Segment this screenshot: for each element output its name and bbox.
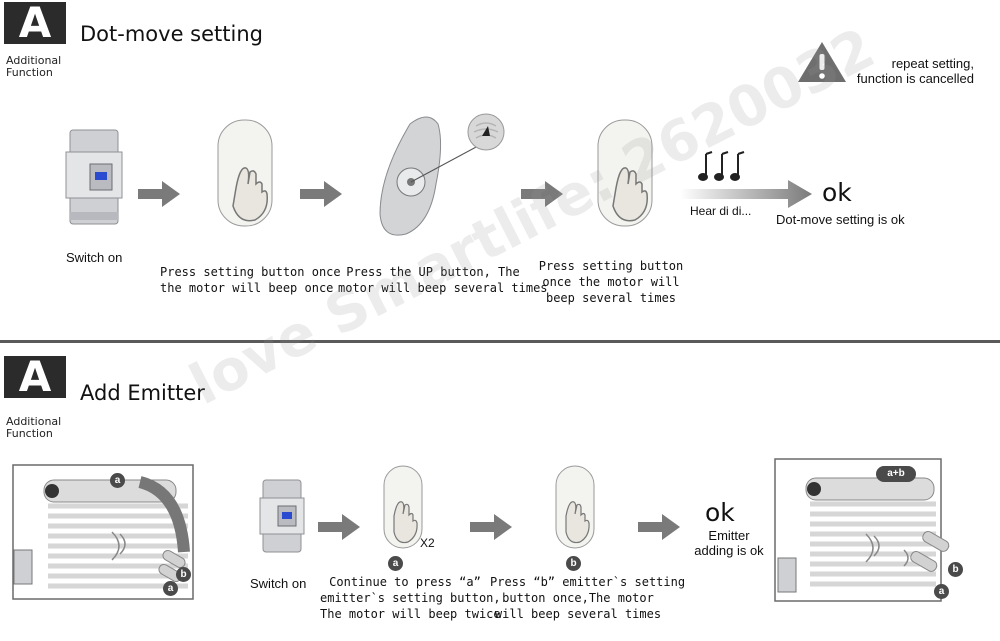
- step-caption: Continue to press “a” emitter`s setting …: [320, 574, 501, 622]
- ok-text: ok: [705, 498, 735, 527]
- caption-line: Emitter: [708, 528, 750, 543]
- badge-subtitle: Additional: [6, 415, 62, 428]
- badge-subtitle: Function: [6, 427, 53, 440]
- badge-subtitle: Additional: [6, 54, 62, 67]
- emitter-label-b: b: [566, 556, 581, 571]
- caption-line: beep several times: [545, 291, 677, 305]
- caption-line: emitter`s setting button,: [320, 591, 501, 605]
- caption-line: Press “b” emitter`s setting: [490, 575, 686, 589]
- section-title: Dot-move setting: [80, 22, 263, 46]
- ok-caption: Emitter adding is ok: [688, 528, 770, 558]
- ok-text: ok: [822, 178, 852, 207]
- remote-hand-icon: [597, 119, 653, 227]
- arrow-right-icon: [638, 514, 680, 540]
- arrow-right-icon: [521, 181, 563, 207]
- warning-line: repeat setting,: [891, 56, 974, 71]
- caption-line: Continue to press “a”: [329, 575, 481, 589]
- shutter-motor-icon: [774, 458, 950, 602]
- emitter-label-a: a: [388, 556, 403, 571]
- step-caption: Press setting button once the motor will…: [160, 264, 341, 296]
- remote-hand-icon: [217, 119, 273, 227]
- step-caption: Press the UP button, The motor will beep…: [338, 264, 548, 296]
- arrow-right-icon: [470, 514, 512, 540]
- section-title: Add Emitter: [80, 381, 205, 405]
- badge-subtitle: Function: [6, 66, 53, 79]
- step-caption: Press setting button once the motor will…: [536, 258, 686, 306]
- caption-line: will beep several times: [494, 607, 662, 621]
- remote-hand-icon: [555, 465, 595, 549]
- remote-up-icon: [379, 113, 505, 236]
- warning-line: function is cancelled: [856, 71, 974, 86]
- caption-line: once the motor will: [542, 275, 680, 289]
- music-notes-icon: [698, 151, 745, 181]
- emitter-label-b: b: [948, 562, 963, 577]
- emitter-label-ab: a+b: [876, 466, 916, 482]
- emitter-label-a: a: [934, 584, 949, 599]
- caption-line: The motor will beep twice: [320, 607, 501, 621]
- caption-line: Press setting button: [538, 259, 684, 273]
- section-badge: A: [4, 2, 66, 44]
- switch-device-icon: [65, 129, 123, 225]
- arrow-right-icon: [138, 181, 180, 207]
- shutter-motor-icon: [12, 464, 194, 600]
- arrow-right-icon: [300, 181, 342, 207]
- caption-line: the motor will beep once: [160, 281, 334, 295]
- section-divider: [0, 340, 1000, 343]
- warning-icon: [798, 42, 846, 82]
- switch-device-icon: [259, 479, 305, 553]
- warning-text: repeat setting, function is cancelled: [850, 56, 974, 86]
- emitter-label-a: a: [163, 581, 178, 596]
- caption-line: Press setting button once: [160, 265, 341, 279]
- caption-line: adding is ok: [694, 543, 764, 558]
- ok-caption: Dot-move setting is ok: [776, 212, 905, 227]
- arrow-right-icon: [318, 514, 360, 540]
- arrow-right-icon: [680, 180, 812, 208]
- caption-line: Press the UP button, The: [346, 265, 520, 279]
- emitter-label-a: a: [110, 473, 125, 488]
- step-caption: Switch on: [66, 250, 123, 265]
- step-caption: Switch on: [250, 576, 307, 591]
- hear-text: Hear di di...: [690, 204, 752, 218]
- caption-line: button once,The motor: [502, 591, 654, 605]
- section-badge: A: [4, 356, 66, 398]
- x2-label: X2: [420, 536, 435, 550]
- emitter-label-b: b: [176, 567, 191, 582]
- remote-hand-icon: [383, 465, 423, 549]
- step-caption: Press “b” emitter`s setting button once,…: [490, 574, 686, 622]
- caption-line: motor will beep several times: [338, 281, 548, 295]
